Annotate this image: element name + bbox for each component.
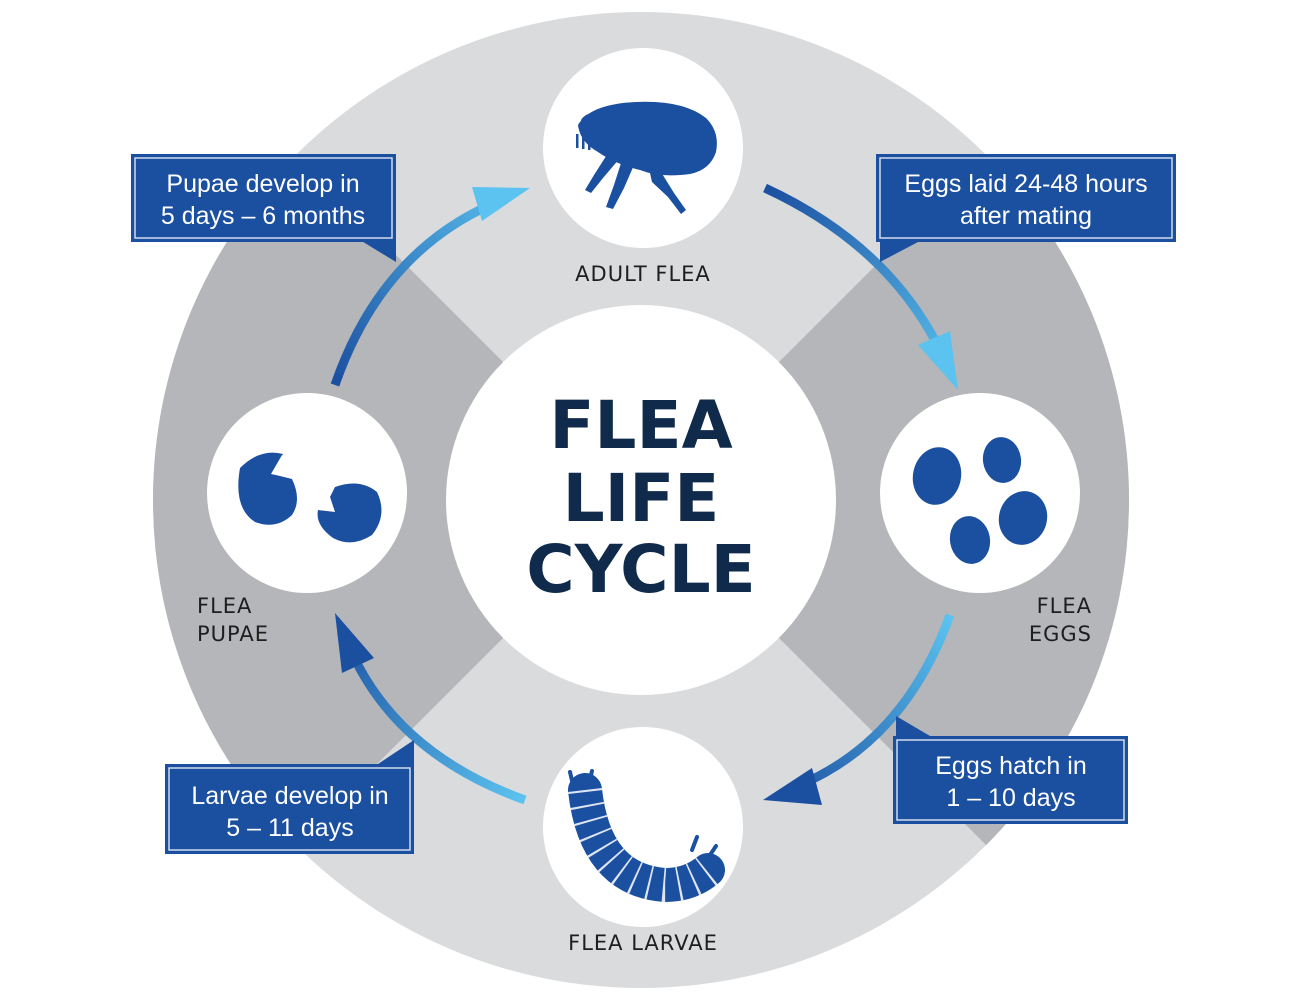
title-line-1: FLEA: [549, 387, 732, 464]
callout-eggs-laid-line-2: after mating: [960, 202, 1092, 230]
flea-larvae-icon: [568, 769, 725, 903]
callout-pupae-develop-line-1: Pupae develop in: [166, 170, 359, 198]
stage-adult-flea: ADULT FLEA: [543, 48, 743, 286]
callout-larvae-develop: Larvae develop in 5 – 11 days: [165, 740, 414, 854]
flea-pupae-icon: [238, 452, 382, 543]
callout-larvae-develop-line-2: 5 – 11 days: [226, 814, 353, 842]
stage-label-pupae-2: PUPAE: [197, 622, 269, 646]
callout-pupae-develop-line-2: 5 days – 6 months: [161, 202, 365, 230]
title-line-2: LIFE: [563, 460, 720, 537]
stage-label-adult: ADULT FLEA: [575, 262, 711, 286]
callout-pupae-develop: Pupae develop in 5 days – 6 months: [131, 154, 396, 262]
callout-eggs-laid-line-1: Eggs laid 24-48 hours: [904, 170, 1147, 198]
title-line-3: CYCLE: [526, 531, 755, 608]
callout-eggs-hatch: Eggs hatch in 1 – 10 days: [893, 716, 1128, 824]
stage-label-pupae-1: FLEA: [197, 594, 252, 618]
callout-eggs-hatch-line-1: Eggs hatch in: [935, 752, 1087, 780]
callout-eggs-hatch-line-2: 1 – 10 days: [946, 784, 1075, 812]
adult-flea-icon: [576, 101, 717, 214]
title: FLEA LIFE CYCLE: [526, 387, 755, 608]
arrow-pupae-to-adult: [330, 187, 530, 387]
stage-flea-larvae: FLEA LARVAE: [543, 727, 743, 955]
arrow-adult-to-eggs: [763, 183, 958, 390]
stage-flea-eggs: FLEA EGGS: [880, 393, 1092, 646]
stage-flea-pupae: FLEA PUPAE: [197, 393, 407, 646]
stage-label-eggs-2: EGGS: [1029, 622, 1092, 646]
flea-eggs-icon: [912, 437, 1048, 564]
callout-larvae-develop-line-1: Larvae develop in: [191, 782, 388, 810]
stage-label-eggs-1: FLEA: [1037, 594, 1092, 618]
stage-label-larvae: FLEA LARVAE: [568, 931, 718, 955]
center-circle: [446, 305, 836, 695]
callout-eggs-laid: Eggs laid 24-48 hours after mating: [876, 154, 1176, 262]
arrow-larvae-to-pupae: [335, 613, 527, 805]
cycle-arrows: [330, 183, 958, 805]
arrow-eggs-to-larvae: [763, 613, 955, 805]
